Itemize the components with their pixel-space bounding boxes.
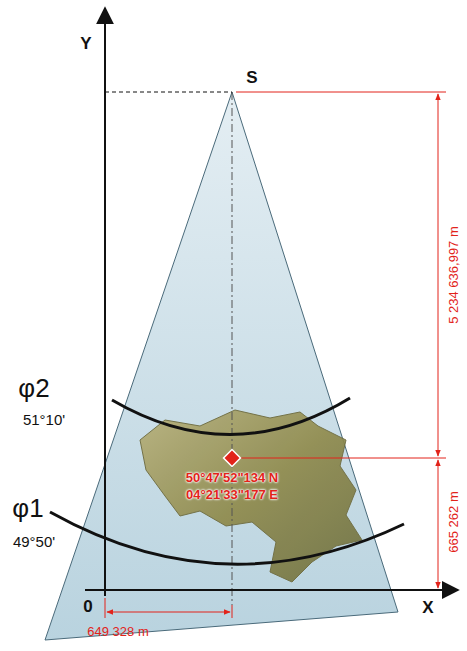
x-axis: [85, 589, 458, 591]
dimension-line: [107, 612, 230, 613]
central-meridian: [232, 92, 233, 605]
latitude-value: 51°10': [23, 412, 65, 429]
belgium-map: [140, 410, 362, 582]
extension-line: [238, 458, 446, 459]
extension-line: [105, 598, 106, 618]
parallel-symbol: φ1: [12, 494, 43, 523]
dimension-line: [438, 94, 439, 456]
latitude-value: 49°50': [13, 534, 55, 551]
dimension-value: 5 234 636,997 m: [447, 226, 461, 324]
origin-point: [224, 450, 241, 467]
apex-label: S: [246, 69, 257, 88]
parallel-arc: [112, 398, 350, 435]
parallel-arc: [50, 512, 404, 564]
projection-cone: [45, 92, 398, 640]
origin-label: 0: [83, 598, 92, 617]
apex-guide: [105, 92, 232, 93]
dimension-line: [438, 460, 439, 588]
parallel-symbol: φ2: [18, 374, 49, 403]
extension-line: [236, 92, 446, 93]
dimension-value: 665 262 m: [447, 491, 461, 552]
y-axis: [104, 8, 106, 596]
coordinate-value: 50°47'52"134 N: [186, 471, 279, 485]
axis-name: X: [422, 599, 433, 618]
coordinate-value: 04°21'33"177 E: [186, 488, 278, 502]
dimension-value: 649 328 m: [87, 625, 148, 639]
extension-line: [232, 605, 233, 618]
axis-name: Y: [80, 35, 91, 54]
